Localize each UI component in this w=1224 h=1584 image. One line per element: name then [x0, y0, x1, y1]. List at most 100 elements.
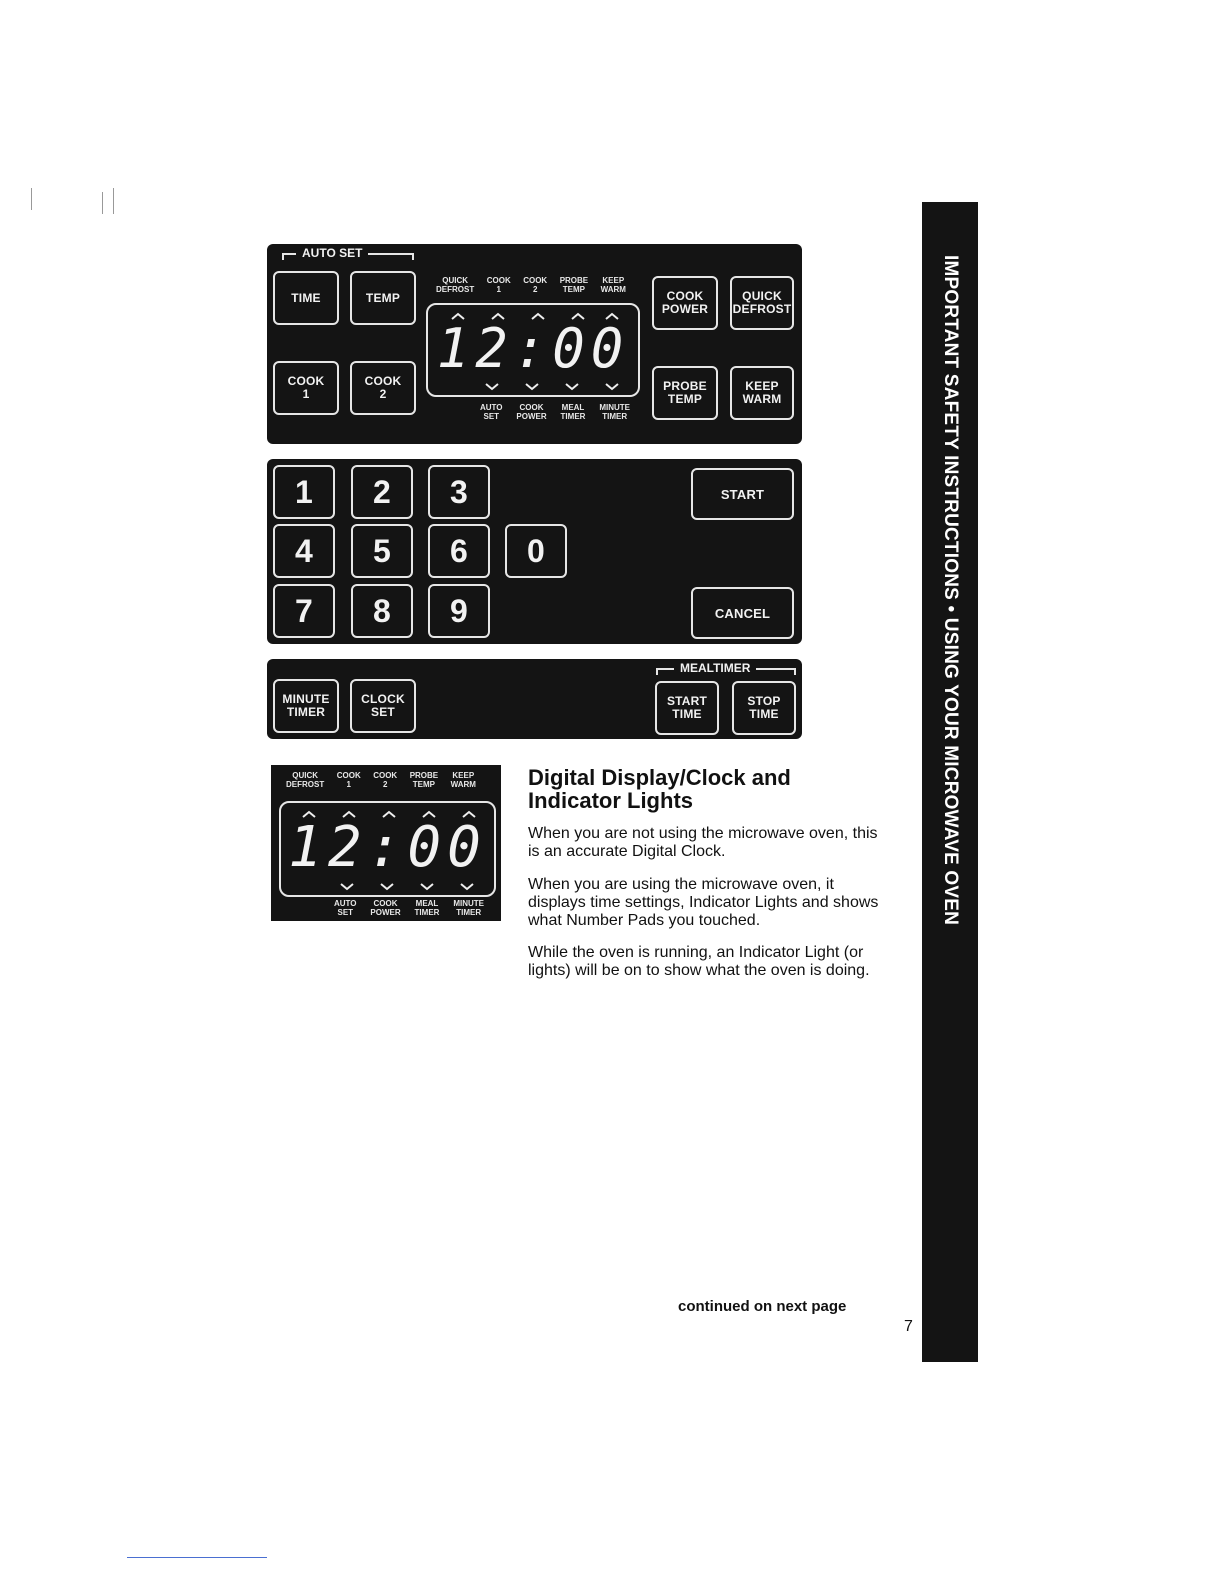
sidebar-text: IMPORTANT SAFETY INSTRUCTIONS • USING YO… — [940, 255, 961, 926]
detail-bottom-indicator-label-line-1: MINUTE — [453, 899, 484, 908]
number-pad-8[interactable]: 8 — [351, 584, 413, 638]
cancel-pad[interactable]: CANCEL — [691, 587, 794, 639]
detail-display-up-chevrons — [302, 810, 476, 818]
quick-defrost-pad[interactable]: QUICK DEFROST — [730, 276, 794, 330]
panel-bottom-indicator-label-line-2: TIMER — [602, 412, 628, 421]
clock-set-pad[interactable]: CLOCK SET — [350, 679, 416, 733]
clock-set-label-1: CLOCK — [361, 692, 405, 706]
cook-1-pad-number: 1 — [302, 387, 310, 401]
cook-power-label-2: POWER — [661, 302, 709, 316]
cook-power-pad[interactable]: COOK POWER — [652, 276, 718, 330]
detail-top-indicator-label-line-2: 2 — [382, 780, 388, 789]
number-pad-2[interactable]: 2 — [351, 465, 413, 519]
panel-top-indicator-label-line-2: 1 — [496, 285, 501, 294]
start-time-pad[interactable]: START TIME — [655, 681, 719, 735]
panel-top-indicator-label-line-1: KEEP — [602, 276, 625, 285]
number-pad-3[interactable]: 3 — [428, 465, 490, 519]
start-pad[interactable]: START — [691, 468, 794, 520]
start-time-label-1: START — [666, 694, 708, 708]
start-time-label-2: TIME — [672, 707, 702, 721]
paragraph-digital-clock: When you are not using the microwave ove… — [528, 825, 878, 860]
panel-bottom-indicator-label-line-1: MEAL — [561, 403, 585, 412]
panel-bottom-indicator-label-line-2: TIMER — [560, 412, 586, 421]
detail-bottom-indicator-label-line-2: TIMER — [456, 908, 482, 917]
stop-time-pad[interactable]: STOP TIME — [732, 681, 796, 735]
panel-bottom-indicator-label-line-1: COOK — [519, 403, 544, 412]
footer-rule — [127, 1557, 267, 1558]
detail-bottom-indicator-label-line-1: AUTO — [334, 899, 357, 908]
quick-defrost-label-1: QUICK — [742, 289, 782, 303]
quick-defrost-label-2: DEFROST — [732, 302, 792, 316]
panel-top-indicator-label-line-2: 2 — [532, 285, 538, 294]
page-number: 7 — [904, 1318, 913, 1335]
number-pad-6[interactable]: 6 — [428, 524, 490, 578]
detail-top-indicator-label-line-1: COOK — [373, 771, 398, 780]
panel-top-indicator-label-line-2: WARM — [600, 285, 626, 294]
detail-bottom-indicator-label-line-2: TIMER — [414, 908, 440, 917]
cook-1-pad-label: COOK — [287, 374, 325, 388]
detail-bottom-indicator-label-line-2: SET — [337, 908, 354, 917]
detail-top-indicator-label-line-2: TEMP — [412, 780, 436, 789]
stop-time-label-1: STOP — [747, 694, 781, 708]
margin-tick — [102, 192, 103, 214]
continued-note: continued on next page — [678, 1298, 847, 1315]
cook-power-label-1: COOK — [666, 289, 704, 303]
panel-top-indicator-label-line-2: TEMP — [562, 285, 586, 294]
number-pad-7[interactable]: 7 — [273, 584, 335, 638]
detail-display: 12:00 — [279, 801, 496, 897]
cook-2-pad[interactable]: COOK 2 — [350, 361, 416, 415]
probe-temp-pad[interactable]: PROBE TEMP — [652, 366, 718, 420]
number-pad-1[interactable]: 1 — [273, 465, 335, 519]
temp-pad[interactable]: TEMP — [350, 271, 416, 325]
minute-timer-label-1: MINUTE — [282, 692, 330, 706]
probe-temp-label-2: TEMP — [667, 392, 703, 406]
auto-set-bracket: AUTO SET — [282, 246, 414, 260]
time-pad[interactable]: TIME — [273, 271, 339, 325]
section-title-line-2: Indicator Lights — [528, 788, 693, 813]
panel-top-indicator-label-line-2: DEFROST — [436, 285, 475, 294]
margin-tick — [31, 188, 32, 210]
detail-top-indicator-label-line-1: PROBE — [409, 771, 439, 780]
number-pad-4[interactable]: 4 — [273, 524, 335, 578]
margin-tick — [113, 188, 114, 214]
detail-top-indicator-label-line-2: WARM — [450, 780, 476, 789]
panel-display-down-chevrons — [485, 383, 619, 391]
panel-bottom-indicator-label-line-1: AUTO — [480, 403, 503, 412]
clock-set-label-2: SET — [371, 705, 395, 719]
minute-timer-label-2: TIMER — [286, 705, 326, 719]
panel-top-indicator-label-line-1: PROBE — [559, 276, 589, 285]
detail-bottom-indicator-label-line-1: MEAL — [415, 899, 439, 908]
cook-2-pad-number: 2 — [379, 387, 387, 401]
keep-warm-label-1: KEEP — [745, 379, 779, 393]
section-sidebar-tab — [922, 202, 978, 1362]
detail-top-indicator-label-line-1: COOK — [336, 771, 361, 780]
number-pad-5[interactable]: 5 — [351, 524, 413, 578]
panel-top-indicator-label-line-1: QUICK — [442, 276, 468, 285]
panel-bottom-indicator-label-line-2: SET — [483, 412, 500, 421]
paragraph-indicator-light: While the oven is running, an Indicator … — [528, 944, 870, 979]
keep-warm-pad[interactable]: KEEP WARM — [730, 366, 794, 420]
minute-timer-pad[interactable]: MINUTE TIMER — [273, 679, 339, 733]
panel-top-indicator-label-line-1: COOK — [486, 276, 511, 285]
number-pad-0[interactable]: 0 — [505, 524, 567, 578]
cook-1-pad[interactable]: COOK 1 — [273, 361, 339, 415]
detail-top-indicator-label-line-2: DEFROST — [286, 780, 325, 789]
detail-top-indicator-label-line-2: 1 — [346, 780, 351, 789]
number-pad-9[interactable]: 9 — [428, 584, 490, 638]
